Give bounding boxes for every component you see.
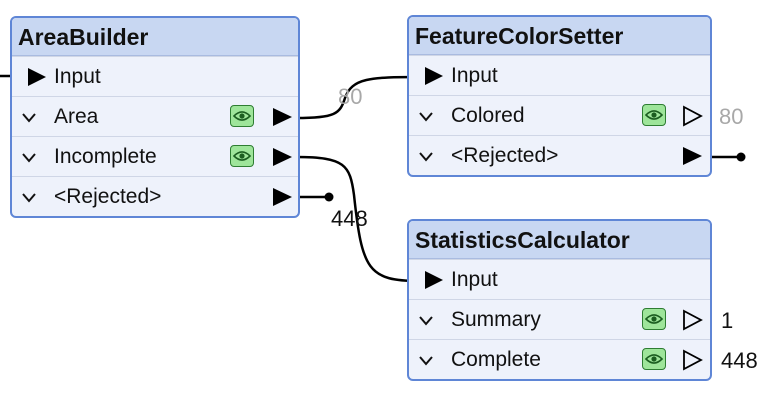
feature-count-area: 80 xyxy=(338,84,363,109)
input-port-label: Input xyxy=(451,268,498,291)
input-arrow-icon[interactable] xyxy=(419,65,445,87)
rejected-stub-end-areabuilder xyxy=(324,192,334,202)
output-port-rejected[interactable]: <Rejected> xyxy=(409,135,710,175)
node-title[interactable]: AreaBuilder xyxy=(12,18,298,56)
eye-icon[interactable] xyxy=(642,308,666,330)
output-port-label: Incomplete xyxy=(54,145,157,168)
chevron-down-icon[interactable] xyxy=(20,148,38,166)
feature-count-incomplete: 448 xyxy=(331,206,368,231)
input-arrow-icon[interactable] xyxy=(22,66,48,88)
output-port-summary[interactable]: Summary xyxy=(409,299,710,339)
output-arrow-icon[interactable] xyxy=(270,106,294,128)
output-arrow-icon[interactable] xyxy=(270,146,294,168)
output-port-rejected[interactable]: <Rejected> xyxy=(12,176,298,216)
chevron-down-icon[interactable] xyxy=(20,188,38,206)
node-title[interactable]: StatisticsCalculator xyxy=(409,221,710,259)
transformer-featurecolorsetter[interactable]: FeatureColorSetter Input Colored <Reject… xyxy=(407,15,712,177)
output-port-incomplete[interactable]: Incomplete xyxy=(12,136,298,176)
chevron-down-icon[interactable] xyxy=(417,351,435,369)
output-port-label: <Rejected> xyxy=(451,144,559,167)
chevron-down-icon[interactable] xyxy=(417,311,435,329)
output-arrow-outline-icon[interactable] xyxy=(680,105,704,127)
input-port-label: Input xyxy=(451,64,498,87)
eye-icon[interactable] xyxy=(230,105,254,127)
output-port-label: <Rejected> xyxy=(54,185,162,208)
input-port-row[interactable]: Input xyxy=(409,55,710,95)
output-port-colored[interactable]: Colored xyxy=(409,95,710,135)
output-port-area[interactable]: Area xyxy=(12,96,298,136)
connection-area-to-featurecolorsetter[interactable] xyxy=(295,75,421,120)
output-arrow-icon[interactable] xyxy=(270,186,294,208)
input-port-row[interactable]: Input xyxy=(12,56,298,96)
chevron-down-icon[interactable] xyxy=(417,147,435,165)
input-port-label: Input xyxy=(54,65,101,88)
connection-incomplete-to-statisticscalculator[interactable] xyxy=(295,155,421,283)
node-title[interactable]: FeatureColorSetter xyxy=(409,17,710,55)
eye-icon[interactable] xyxy=(642,104,666,126)
output-arrow-icon[interactable] xyxy=(680,145,704,167)
transformer-areabuilder[interactable]: AreaBuilder Input Area Incomplete <Rejec… xyxy=(10,16,300,218)
chevron-down-icon[interactable] xyxy=(417,107,435,125)
feature-count-colored: 80 xyxy=(719,104,744,129)
output-port-label: Summary xyxy=(451,308,541,331)
output-arrow-outline-icon[interactable] xyxy=(680,309,704,331)
output-port-label: Complete xyxy=(451,348,541,371)
chevron-down-icon[interactable] xyxy=(20,108,38,126)
input-port-row[interactable]: Input xyxy=(409,259,710,299)
feature-count-complete: 448 xyxy=(721,348,758,373)
eye-icon[interactable] xyxy=(642,348,666,370)
feature-count-summary: 1 xyxy=(721,308,734,333)
output-port-label: Colored xyxy=(451,104,525,127)
output-port-complete[interactable]: Complete xyxy=(409,339,710,379)
transformer-statisticscalculator[interactable]: StatisticsCalculator Input Summary Compl… xyxy=(407,219,712,381)
output-port-label: Area xyxy=(54,105,99,128)
eye-icon[interactable] xyxy=(230,145,254,167)
output-arrow-outline-icon[interactable] xyxy=(680,349,704,371)
input-arrow-icon[interactable] xyxy=(419,269,445,291)
rejected-stub-end-featurecolorsetter xyxy=(736,152,746,162)
